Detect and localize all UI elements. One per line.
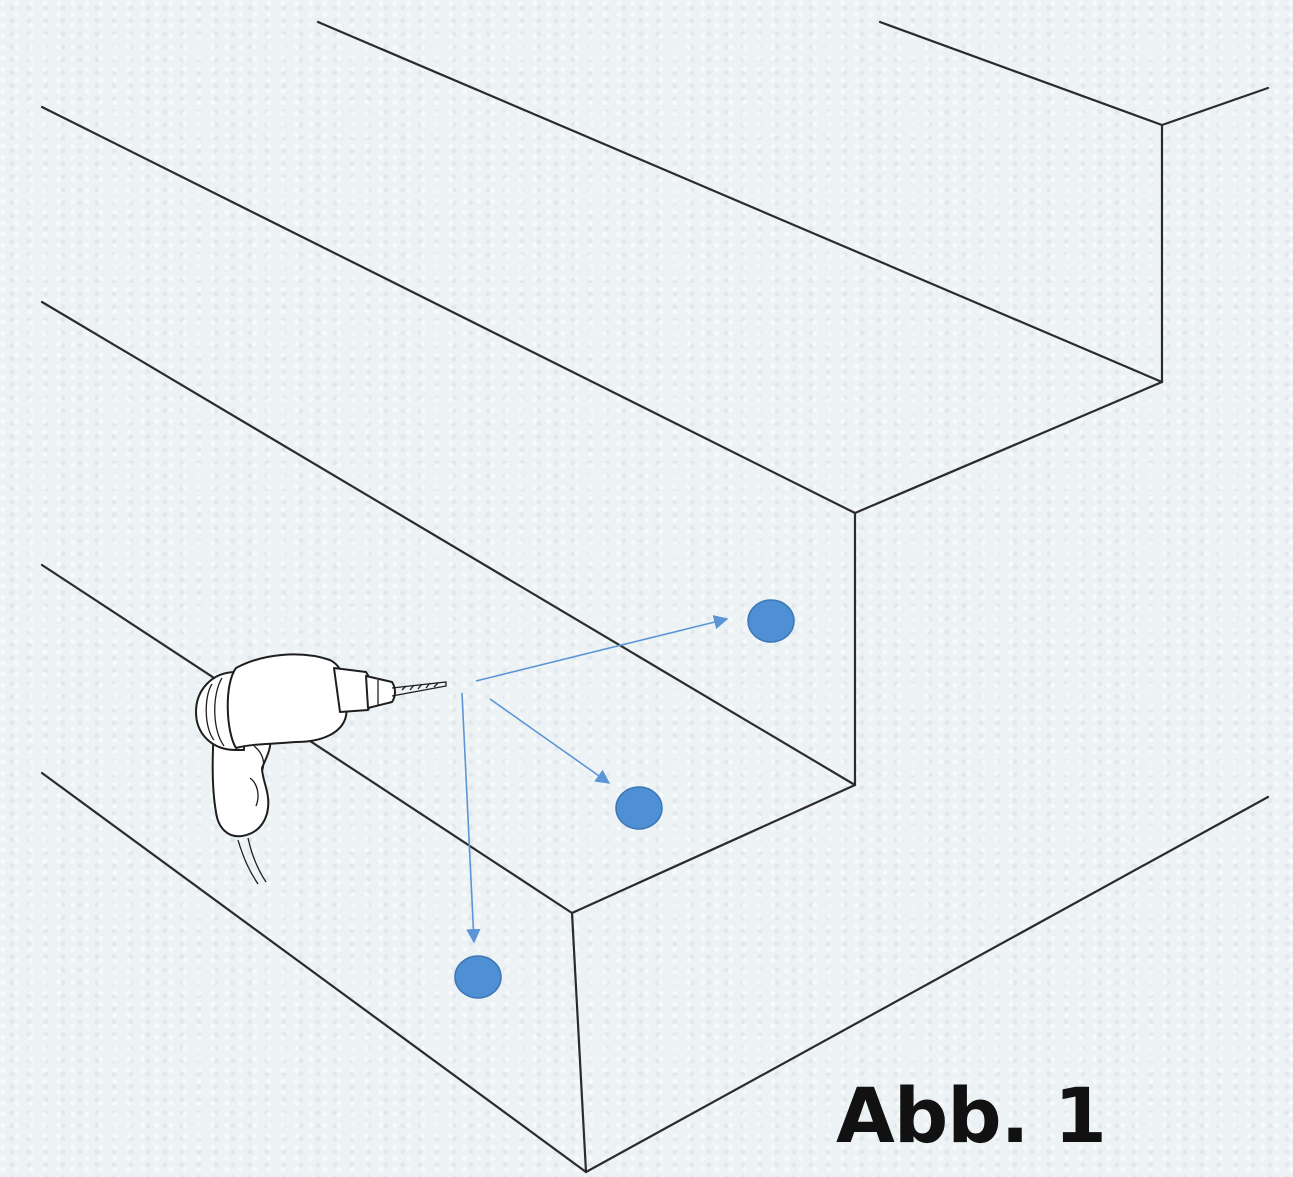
arrow-to-lower-hole bbox=[461, 692, 481, 944]
arrow-to-middle-hole bbox=[489, 698, 611, 784]
drill-rear-ring bbox=[205, 683, 215, 741]
drill-chuck bbox=[365, 675, 396, 709]
bottom-right-edge bbox=[584, 795, 1270, 1174]
top-step-nosing bbox=[316, 20, 1164, 384]
staircase-lines bbox=[40, 20, 1270, 1174]
drill-cable-inner bbox=[247, 837, 267, 883]
hole-marker-middle bbox=[615, 786, 663, 830]
top-step-right-edge bbox=[1160, 86, 1270, 127]
drill-body bbox=[226, 653, 349, 749]
riser-3-corner bbox=[570, 911, 588, 1174]
hole-marker-lower bbox=[454, 955, 502, 999]
drill-bit-spiral bbox=[401, 682, 439, 691]
drill-rear-ring-2 bbox=[214, 677, 225, 747]
tread-2-nosing bbox=[40, 300, 857, 787]
figure-caption: Abb. 1 bbox=[836, 1071, 1107, 1160]
drill-cable bbox=[237, 839, 259, 885]
drill-direction-arrows bbox=[461, 615, 729, 944]
drill-handle bbox=[211, 725, 272, 838]
hole-markers bbox=[454, 599, 795, 999]
drill-handle-grip-2 bbox=[249, 777, 259, 807]
top-step-back-edge bbox=[878, 20, 1164, 127]
drill-handle-grip bbox=[253, 745, 265, 773]
arrow-to-upper-hole bbox=[475, 615, 729, 682]
hole-marker-upper bbox=[747, 599, 795, 643]
bottom-front-edge bbox=[40, 771, 588, 1174]
tread-2-right-edge bbox=[853, 380, 1164, 515]
drill-bit bbox=[391, 681, 447, 697]
riser-1-base bbox=[40, 105, 857, 515]
tread-3-right-edge bbox=[570, 783, 857, 915]
drill-icon bbox=[195, 653, 447, 885]
